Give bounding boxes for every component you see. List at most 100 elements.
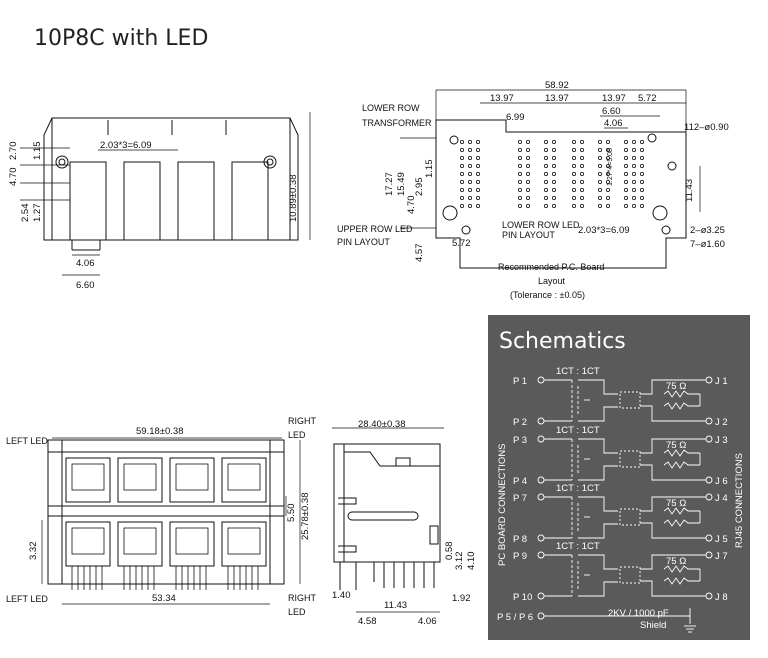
dim-width-bottom: 53.34 [152, 593, 176, 604]
dim-d2: 1.15 [32, 142, 43, 161]
upper-port-opening [123, 463, 157, 491]
dim-side-f: 1.92 [452, 593, 471, 604]
pcb-hole [475, 163, 480, 168]
resistor [663, 577, 700, 585]
wire [640, 496, 706, 512]
right-pin-node [705, 592, 713, 600]
schematics-panel [488, 315, 750, 640]
front-view [20, 112, 311, 276]
pcb-hole [518, 171, 523, 176]
dim-side-b: 3.12 [454, 552, 465, 571]
pcb-hole [526, 139, 531, 144]
wire [578, 406, 618, 422]
pcb-hole [459, 203, 464, 208]
resistor [663, 565, 700, 573]
pcb-hole [624, 155, 629, 160]
wire [640, 405, 706, 422]
pcb-hole [467, 171, 472, 176]
pcb-hole [544, 195, 549, 200]
right-pin-node [705, 476, 713, 484]
ratio-label: 1CT : 1CT [556, 483, 600, 494]
pcb-hole [632, 195, 637, 200]
bottom-front-text: LEFT LED LEFT LED RIGHT LED RIGHT LED 59… [6, 416, 317, 617]
pcb-hole [624, 147, 629, 152]
pcb-hole [624, 139, 629, 144]
right-pin-label: J 4 [715, 493, 728, 504]
dim-d7: 4.06 [76, 258, 95, 269]
label-left-led-bottom: LEFT LED [6, 594, 48, 604]
resistor [663, 461, 700, 469]
pcb-hole [544, 203, 549, 208]
label-recommended-1: Recommended P.C. Board [498, 262, 604, 272]
dim-d: 5.72 [638, 93, 657, 104]
pcb-hole [526, 163, 531, 168]
pcb-hole [606, 171, 611, 176]
pcb-hole [518, 179, 523, 184]
pcb-hole [598, 147, 603, 152]
right-pin-label: J 7 [715, 551, 728, 562]
pcb-hole [518, 203, 523, 208]
pcb-hole [475, 147, 480, 152]
dim-g: 4.06 [604, 118, 623, 129]
pcb-hole [526, 179, 531, 184]
pcb-hole [459, 179, 464, 184]
pcb-hole [640, 155, 645, 160]
dim-sub-pitch: 1.27*4=5.08 [607, 148, 614, 186]
pcb-hole [572, 179, 577, 184]
pcb-hole [459, 187, 464, 192]
ratio-label: 1CT : 1CT [556, 541, 600, 552]
pcb-hole [459, 139, 464, 144]
dim-side-d: 1.40 [332, 590, 351, 601]
lower-port-opening [175, 527, 209, 555]
right-pin-node [705, 551, 713, 559]
pcb-hole [640, 139, 645, 144]
pcb-hole [552, 195, 557, 200]
pcb-hole [518, 163, 523, 168]
dim-depth: 28.40±0.38 [358, 419, 405, 430]
pcb-hole [580, 139, 585, 144]
wire [640, 438, 706, 454]
dim-side-a: 0.58 [444, 542, 455, 561]
resistor [663, 507, 700, 515]
pcb-hole [552, 203, 557, 208]
pcb-hole [606, 147, 611, 152]
pcb-hole [459, 195, 464, 200]
cap-label: 2KV / 1000 pF [608, 608, 669, 619]
left-pin-label: P 1 [513, 376, 527, 387]
pcb-hole [526, 195, 531, 200]
left-pin-label: P 7 [513, 493, 527, 504]
right-pin-label: J 5 [715, 534, 728, 545]
pcb-hole [580, 179, 585, 184]
pcb-hole [518, 155, 523, 160]
dim-d8: 6.60 [76, 280, 95, 291]
pcb-hole [552, 163, 557, 168]
pcb-hole [606, 187, 611, 192]
pcb-hole [640, 147, 645, 152]
pcb-hole [632, 155, 637, 160]
front-view-dims: 2.03*3=6.09 2.70 1.15 4.70 2.54 1.27 10.… [8, 140, 299, 291]
dim-c: 13.97 [602, 93, 626, 104]
dim-side-h: 4.06 [418, 616, 437, 627]
pcb-hole [572, 147, 577, 152]
pcb-hole [475, 139, 480, 144]
resistor [663, 449, 700, 457]
dim-side-g: 4.58 [358, 616, 377, 627]
schematic-circuit [537, 376, 713, 633]
label-lower-row-transformer-2: TRANSFORMER [362, 118, 432, 128]
upper-port [221, 457, 267, 503]
pcb-hole [544, 155, 549, 160]
dim-h5: 4.70 [406, 196, 417, 215]
left-pin-label: P 8 [513, 534, 527, 545]
right-pin-label: J 8 [715, 592, 728, 603]
wire [578, 379, 618, 395]
pcb-hole [606, 179, 611, 184]
resistor-label: 75 Ω [666, 498, 686, 509]
pcb-hole [640, 179, 645, 184]
pcb-hole [606, 203, 611, 208]
right-pin-node [705, 376, 713, 384]
dim-f: 6.60 [602, 106, 621, 117]
dim-h6: 4.57 [414, 244, 425, 263]
right-pin-label: J 3 [715, 435, 728, 446]
